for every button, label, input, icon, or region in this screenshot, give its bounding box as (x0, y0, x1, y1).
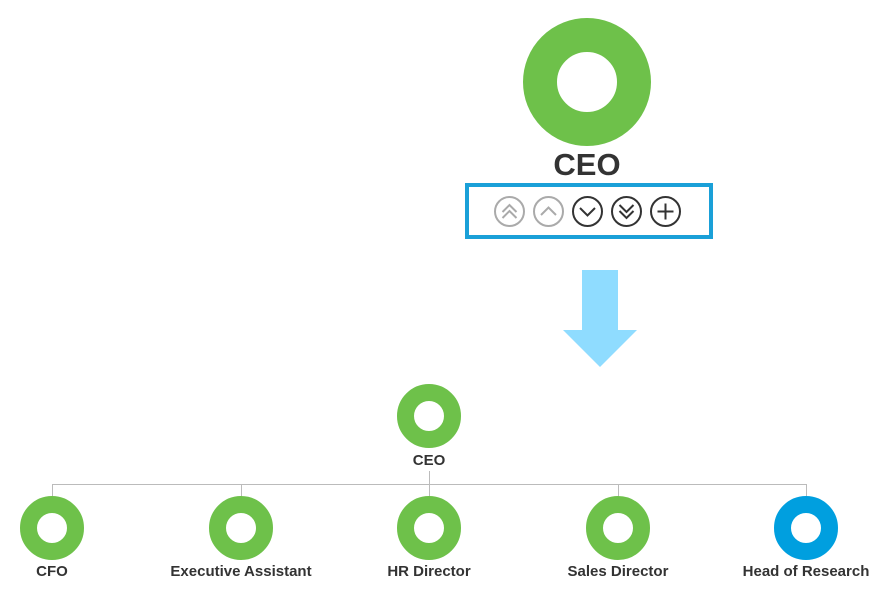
move-up-button[interactable] (532, 195, 565, 228)
org-node-avatar[interactable] (209, 496, 273, 560)
ceo-node-avatar[interactable] (523, 18, 651, 146)
root-connector (429, 471, 430, 485)
child-connector (806, 484, 807, 496)
double-chevron-down-icon (611, 196, 642, 227)
org-node-label: Sales Director (567, 563, 669, 580)
chevron-up-icon (533, 196, 564, 227)
org-node-label: CEO (412, 452, 446, 469)
child-connector (241, 484, 242, 496)
org-node-avatar[interactable] (20, 496, 84, 560)
child-connector (52, 484, 53, 496)
node-toolbar-highlight (465, 183, 713, 239)
org-node-label: Head of Research (742, 563, 870, 580)
move-to-bottom-button[interactable] (610, 195, 643, 228)
org-node-avatar[interactable] (397, 496, 461, 560)
add-child-button[interactable] (649, 195, 682, 228)
move-to-top-button[interactable] (493, 195, 526, 228)
child-connector (429, 484, 430, 496)
chevron-down-icon (572, 196, 603, 227)
ceo-node-label: CEO (553, 147, 621, 182)
org-node-avatar[interactable] (397, 384, 461, 448)
plus-icon (650, 196, 681, 227)
double-chevron-up-icon (494, 196, 525, 227)
child-connector (618, 484, 619, 496)
org-node-label: HR Director (387, 563, 471, 580)
arrow-down-icon (563, 270, 637, 367)
org-node-avatar[interactable] (586, 496, 650, 560)
org-node-label: Executive Assistant (170, 563, 312, 580)
move-down-button[interactable] (571, 195, 604, 228)
org-node-label: CFO (36, 563, 68, 580)
org-node-avatar[interactable] (774, 496, 838, 560)
